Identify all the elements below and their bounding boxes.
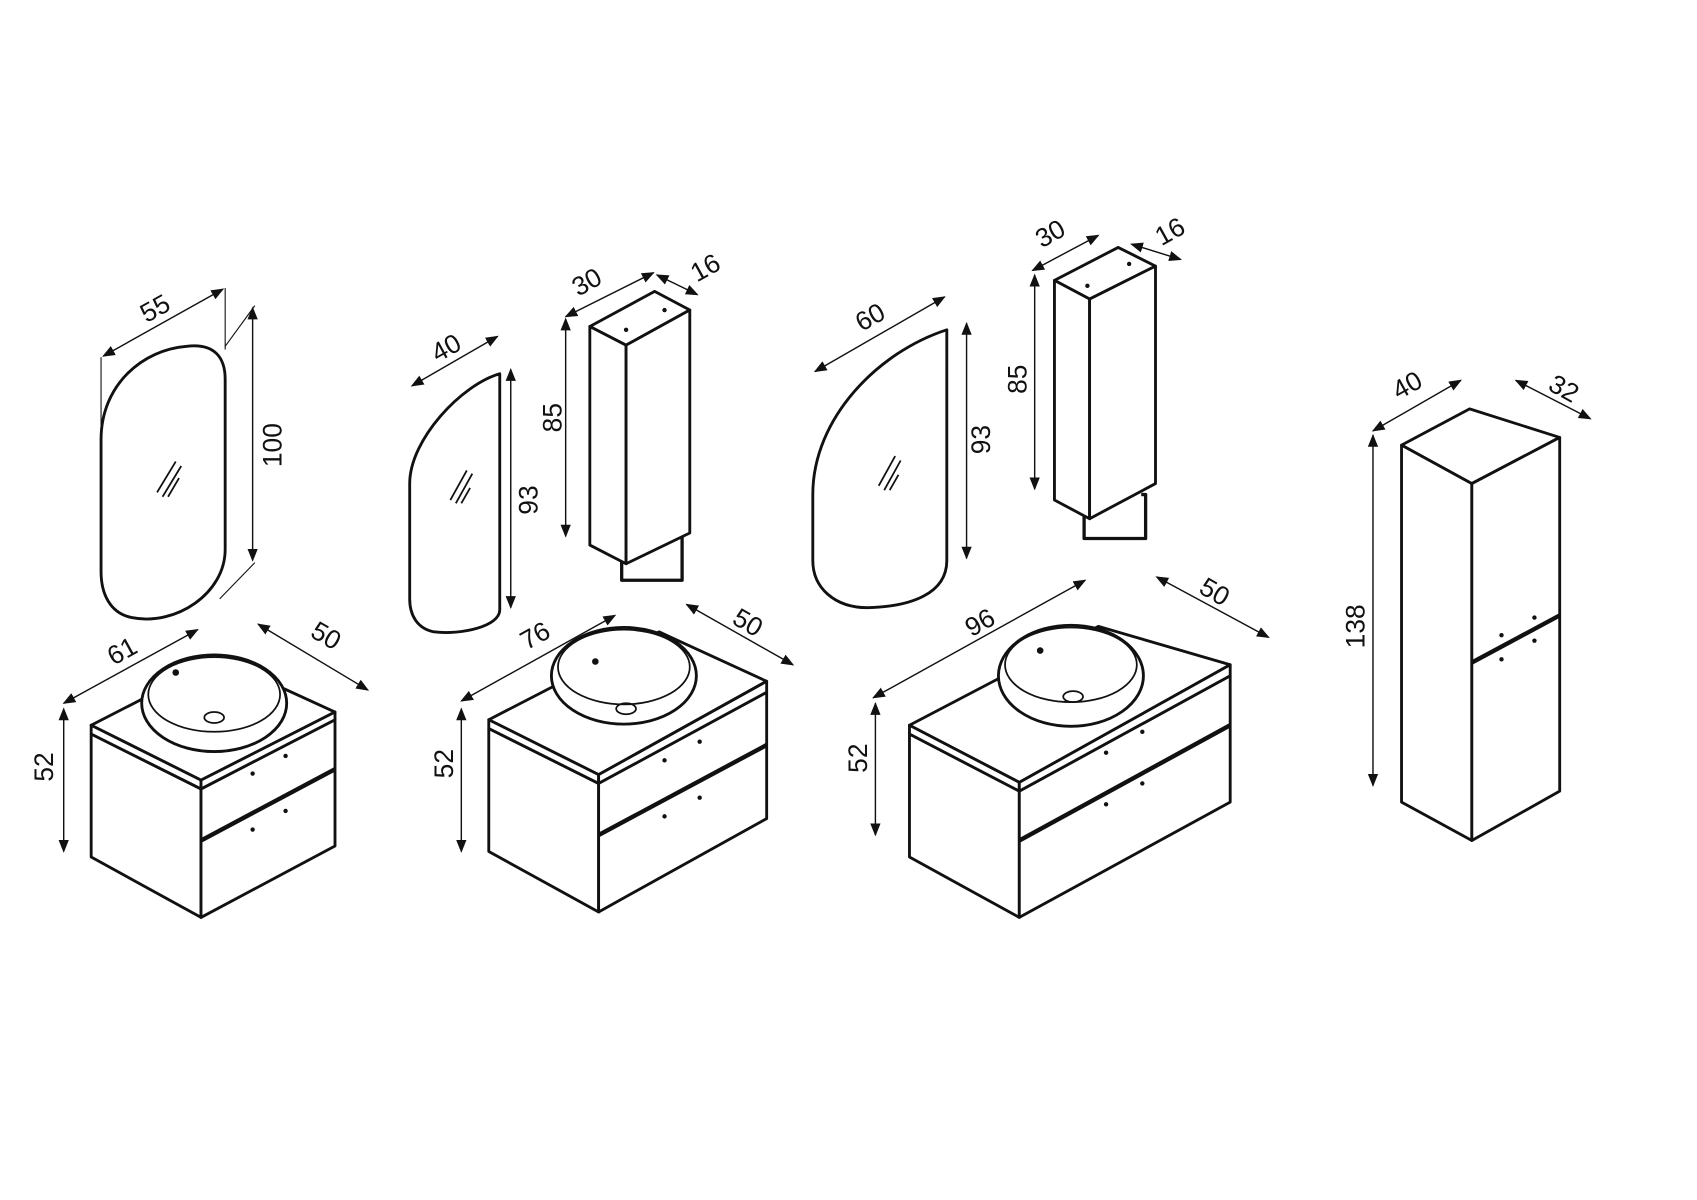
dim-height: 100 — [258, 423, 288, 467]
dim-height: 85 — [1002, 365, 1032, 394]
dim-depth: 32 — [1544, 368, 1584, 408]
dim-depth: 50 — [1195, 571, 1235, 612]
dim-width: 55 — [135, 288, 175, 328]
vanity-76: 76 50 52 — [429, 602, 795, 914]
wall-cabinet-2: 30 16 85 — [1002, 211, 1190, 541]
dim-depth: 50 — [728, 602, 768, 643]
wall-cabinet-1: 30 16 85 — [538, 247, 725, 582]
dim-width: 40 — [426, 328, 466, 368]
basin — [140, 653, 289, 754]
dim-depth: 50 — [306, 615, 346, 656]
dim-height: 93 — [513, 485, 543, 514]
dim-depth: 16 — [1150, 211, 1190, 251]
dim-height: 138 — [1341, 604, 1371, 648]
drain-icon — [203, 711, 225, 724]
mirror-glare-icon — [877, 455, 902, 491]
dim-width: 40 — [1387, 365, 1427, 405]
dim-width: 96 — [960, 602, 1000, 642]
dim-height: 52 — [429, 749, 459, 778]
dim-width: 76 — [515, 615, 555, 655]
basin — [549, 626, 698, 726]
dim-width: 30 — [1030, 213, 1070, 253]
mirror-glare-icon — [156, 461, 182, 498]
tall-cabinet: 40 32 138 — [1341, 365, 1592, 842]
vanity-96: 96 50 52 — [843, 571, 1270, 919]
drain-icon — [615, 702, 637, 716]
dim-height: 52 — [843, 744, 873, 773]
mirror-half-large: 60 93 — [811, 296, 996, 610]
vanity-61: 61 50 52 — [29, 615, 370, 919]
dim-width: 61 — [102, 631, 142, 671]
dim-height: 85 — [538, 403, 568, 432]
dim-height: 52 — [29, 752, 59, 781]
mirror-glare-icon — [449, 469, 474, 504]
mirror-oval: 55 100 — [99, 288, 288, 621]
dim-depth: 16 — [685, 247, 725, 287]
dim-width: 30 — [567, 262, 607, 302]
mirror-half-small: 40 93 — [408, 328, 543, 634]
dim-height: 93 — [966, 425, 996, 454]
